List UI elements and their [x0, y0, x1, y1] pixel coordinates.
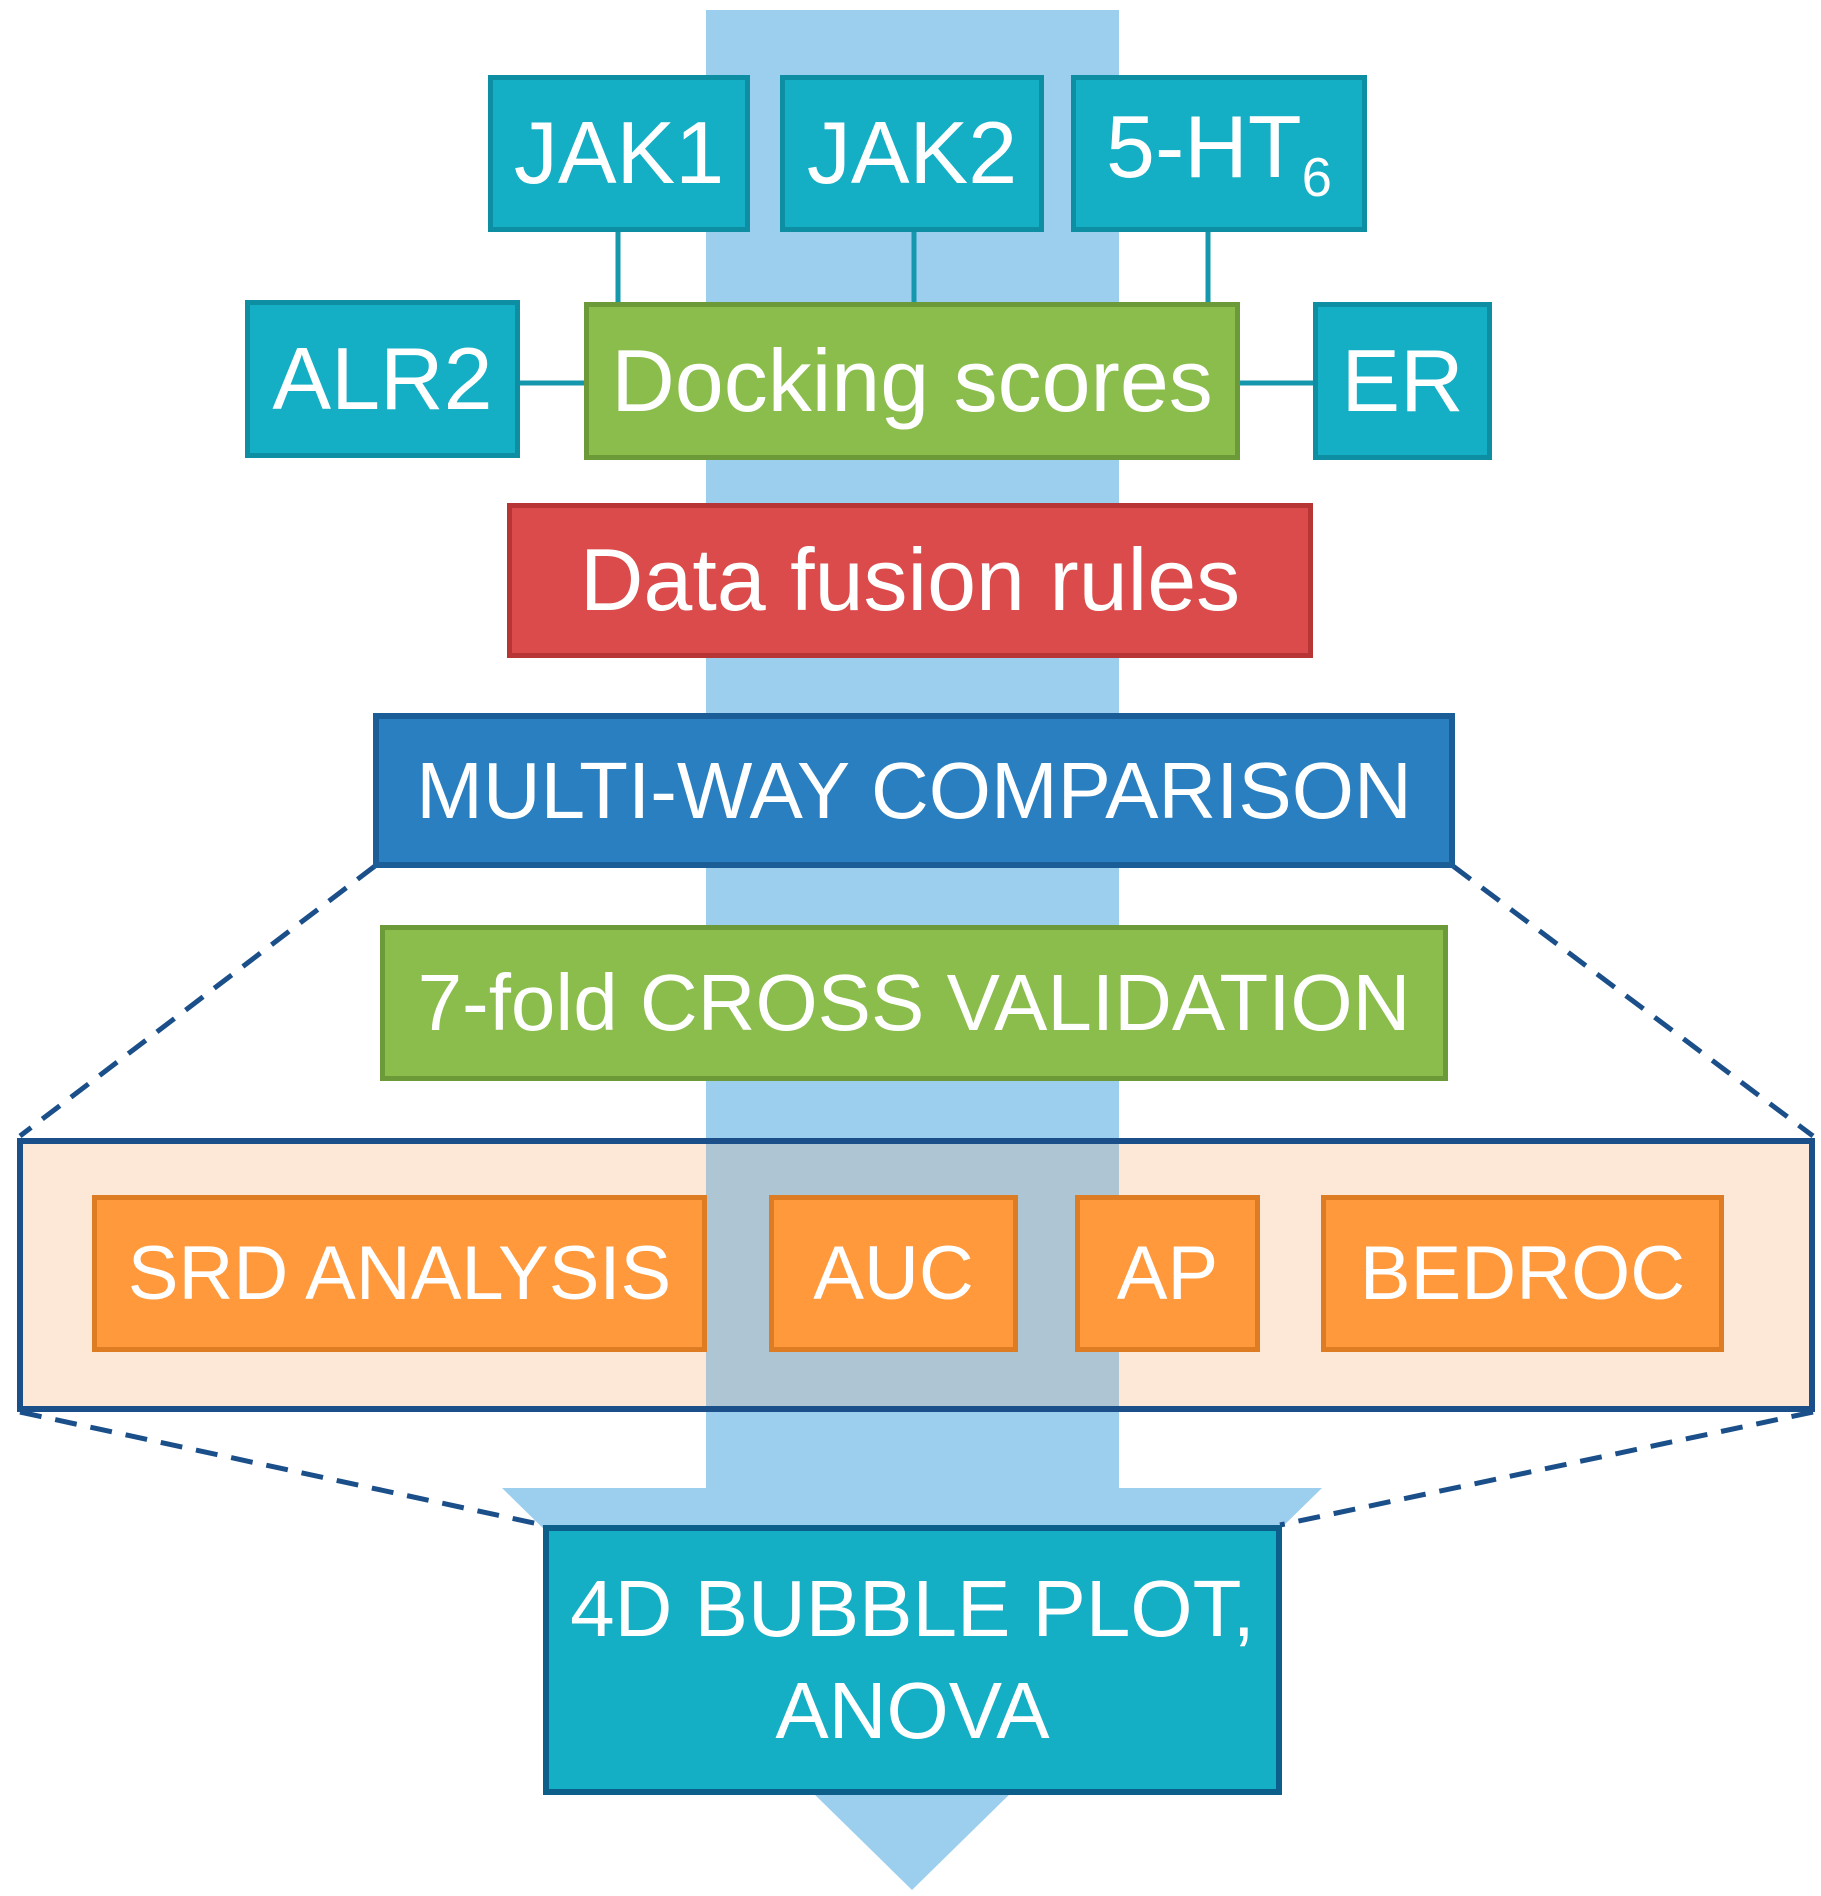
- target-jak2-label: JAK2: [806, 103, 1018, 203]
- target-alr2: ALR2: [245, 300, 520, 458]
- multi-way-comparison-box: MULTI-WAY COMPARISON: [373, 713, 1455, 868]
- target-jak2: JAK2: [780, 75, 1044, 232]
- cross-validation-box: 7-fold CROSS VALIDATION: [380, 925, 1448, 1081]
- metric-ap-label: AP: [1116, 1230, 1219, 1316]
- docking-scores-label: Docking scores: [611, 330, 1213, 430]
- result-line-2: ANOVA: [775, 1666, 1050, 1755]
- result-box: 4D BUBBLE PLOT, ANOVA: [543, 1525, 1282, 1795]
- zoom-line-bottom-left: [19, 1409, 544, 1528]
- data-fusion-label: Data fusion rules: [579, 530, 1241, 630]
- result-line-1: 4D BUBBLE PLOT,: [570, 1564, 1255, 1653]
- metric-auc-label: AUC: [813, 1230, 974, 1316]
- target-jak1: JAK1: [488, 75, 750, 232]
- target-5ht6: 5-HT6: [1071, 75, 1367, 232]
- zoom-line-bottom-right: [1279, 1409, 1814, 1528]
- docking-scores-box: Docking scores: [584, 302, 1240, 460]
- data-fusion-box: Data fusion rules: [507, 503, 1313, 658]
- target-5ht6-label: 5-HT6: [1106, 96, 1332, 209]
- metric-srd-analysis-label: SRD ANALYSIS: [127, 1230, 672, 1316]
- target-er-label: ER: [1341, 330, 1464, 430]
- metric-ap: AP: [1075, 1195, 1260, 1352]
- zoom-line-top-right: [1451, 864, 1815, 1138]
- metric-bedroc: BEDROC: [1321, 1195, 1724, 1352]
- metric-bedroc-label: BEDROC: [1359, 1230, 1686, 1316]
- cross-validation-label: 7-fold CROSS VALIDATION: [417, 958, 1411, 1047]
- target-alr2-label: ALR2: [272, 328, 493, 428]
- metric-srd-analysis: SRD ANALYSIS: [92, 1195, 707, 1352]
- zoom-line-top-left: [18, 864, 377, 1138]
- target-er: ER: [1313, 302, 1492, 460]
- metric-auc: AUC: [769, 1195, 1018, 1352]
- multi-way-comparison-label: MULTI-WAY COMPARISON: [416, 745, 1412, 835]
- target-jak1-label: JAK1: [513, 103, 725, 203]
